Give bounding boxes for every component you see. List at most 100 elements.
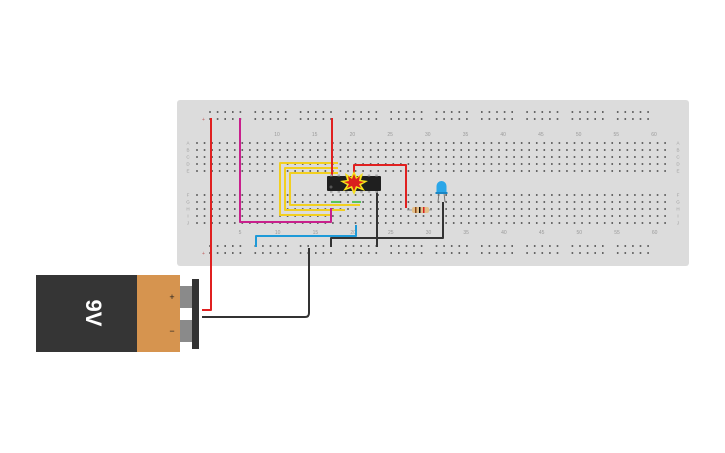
breadboard-hole (430, 170, 432, 172)
breadboard-hole (413, 252, 415, 254)
breadboard-hole (347, 149, 349, 151)
breadboard-hole (407, 170, 410, 172)
breadboard-hole (211, 201, 213, 203)
breadboard-hole (339, 142, 342, 144)
breadboard-hole (392, 222, 395, 224)
breadboard-hole (490, 142, 493, 144)
breadboard-hole (422, 163, 425, 165)
breadboard-hole (218, 208, 221, 210)
column-number: 20 (350, 132, 356, 138)
row-letter: D (186, 162, 190, 167)
breadboard-hole (254, 111, 257, 113)
column-number: 10 (275, 230, 281, 236)
battery-9v[interactable]: 9V + − (36, 275, 199, 352)
breadboard-hole (639, 111, 642, 113)
breadboard-hole (226, 163, 228, 165)
breadboard-hole (233, 142, 236, 144)
minus-terminal-label: − (169, 326, 174, 336)
breadboard-hole (422, 194, 425, 196)
breadboard-hole (216, 245, 219, 247)
breadboard-hole (498, 142, 500, 144)
breadboard-hole (241, 201, 244, 203)
breadboard-hole (556, 252, 559, 254)
breadboard-hole (520, 208, 523, 210)
breadboard-hole (460, 201, 463, 203)
breadboard-hole (420, 252, 423, 254)
breadboard-hole (543, 201, 546, 203)
yellow-wires[interactable] (279, 162, 360, 216)
breadboard-hole (611, 201, 614, 203)
breadboard-hole (556, 245, 559, 247)
breadboard-hole (362, 215, 364, 217)
magenta-wire[interactable] (239, 118, 332, 223)
breadboard-hole (483, 215, 485, 217)
row-letter: I (187, 214, 188, 219)
breadboard-hole (656, 194, 659, 196)
breadboard-hole (452, 222, 455, 224)
breadboard-hole (634, 156, 636, 158)
breadboard-hole (588, 156, 591, 158)
breadboard-hole (392, 215, 395, 217)
column-number: 50 (576, 132, 582, 138)
resistor[interactable] (407, 207, 432, 213)
breadboard-hole (239, 111, 242, 113)
breadboard-hole (271, 156, 274, 158)
chip-pin (345, 191, 348, 193)
breadboard-hole (452, 149, 455, 151)
breadboard-hole (641, 163, 644, 165)
breadboard-hole (624, 245, 627, 247)
breadboard-hole (483, 149, 485, 151)
breadboard-hole (634, 163, 636, 165)
column-number: 30 (426, 230, 432, 236)
breadboard-hole (413, 245, 415, 247)
breadboard-hole (398, 245, 400, 247)
breadboard-hole (284, 118, 287, 120)
breadboard-hole (309, 201, 312, 203)
breadboard-hole (603, 201, 606, 203)
breadboard-hole (362, 142, 364, 144)
breadboard-hole (626, 215, 629, 217)
breadboard-hole (634, 215, 636, 217)
breadboard-hole (445, 208, 447, 210)
breadboard-hole (460, 215, 463, 217)
breadboard-hole (354, 149, 357, 151)
breadboard-hole (579, 245, 581, 247)
breadboard-hole (249, 170, 251, 172)
breadboard-hole (360, 245, 362, 247)
breadboard-hole (535, 163, 538, 165)
breadboard-hole (407, 222, 410, 224)
breadboard-hole (430, 194, 432, 196)
breadboard-hole (233, 156, 236, 158)
breadboard-hole (233, 194, 236, 196)
row-letter: B (676, 148, 679, 153)
row-letter: H (676, 207, 679, 212)
blue-led[interactable] (435, 181, 448, 203)
breadboard-hole (392, 170, 395, 172)
breadboard-hole (528, 222, 530, 224)
breadboard-hole (571, 252, 574, 254)
breadboard-hole (307, 111, 309, 113)
breadboard[interactable] (177, 100, 689, 266)
breadboard-hole (649, 149, 651, 151)
breadboard-hole (375, 111, 378, 113)
breadboard-hole (301, 194, 304, 196)
breadboard-hole (656, 215, 659, 217)
breadboard-hole (422, 149, 425, 151)
breadboard-hole (664, 201, 666, 203)
breadboard-hole (603, 170, 606, 172)
breadboard-hole (377, 208, 379, 210)
breadboard-hole (551, 222, 553, 224)
breadboard-hole (475, 215, 478, 217)
breadboard-hole (619, 142, 621, 144)
breadboard-hole (203, 163, 206, 165)
breadboard-hole (299, 252, 302, 254)
breadboard-hole (647, 111, 649, 113)
breadboard-hole (468, 149, 470, 151)
breadboard-hole (468, 163, 470, 165)
ground-wires[interactable] (202, 190, 444, 318)
breadboard-hole (226, 149, 228, 151)
breadboard-hole (588, 208, 591, 210)
breadboard-hole (196, 222, 198, 224)
blue-wire[interactable] (255, 225, 357, 247)
